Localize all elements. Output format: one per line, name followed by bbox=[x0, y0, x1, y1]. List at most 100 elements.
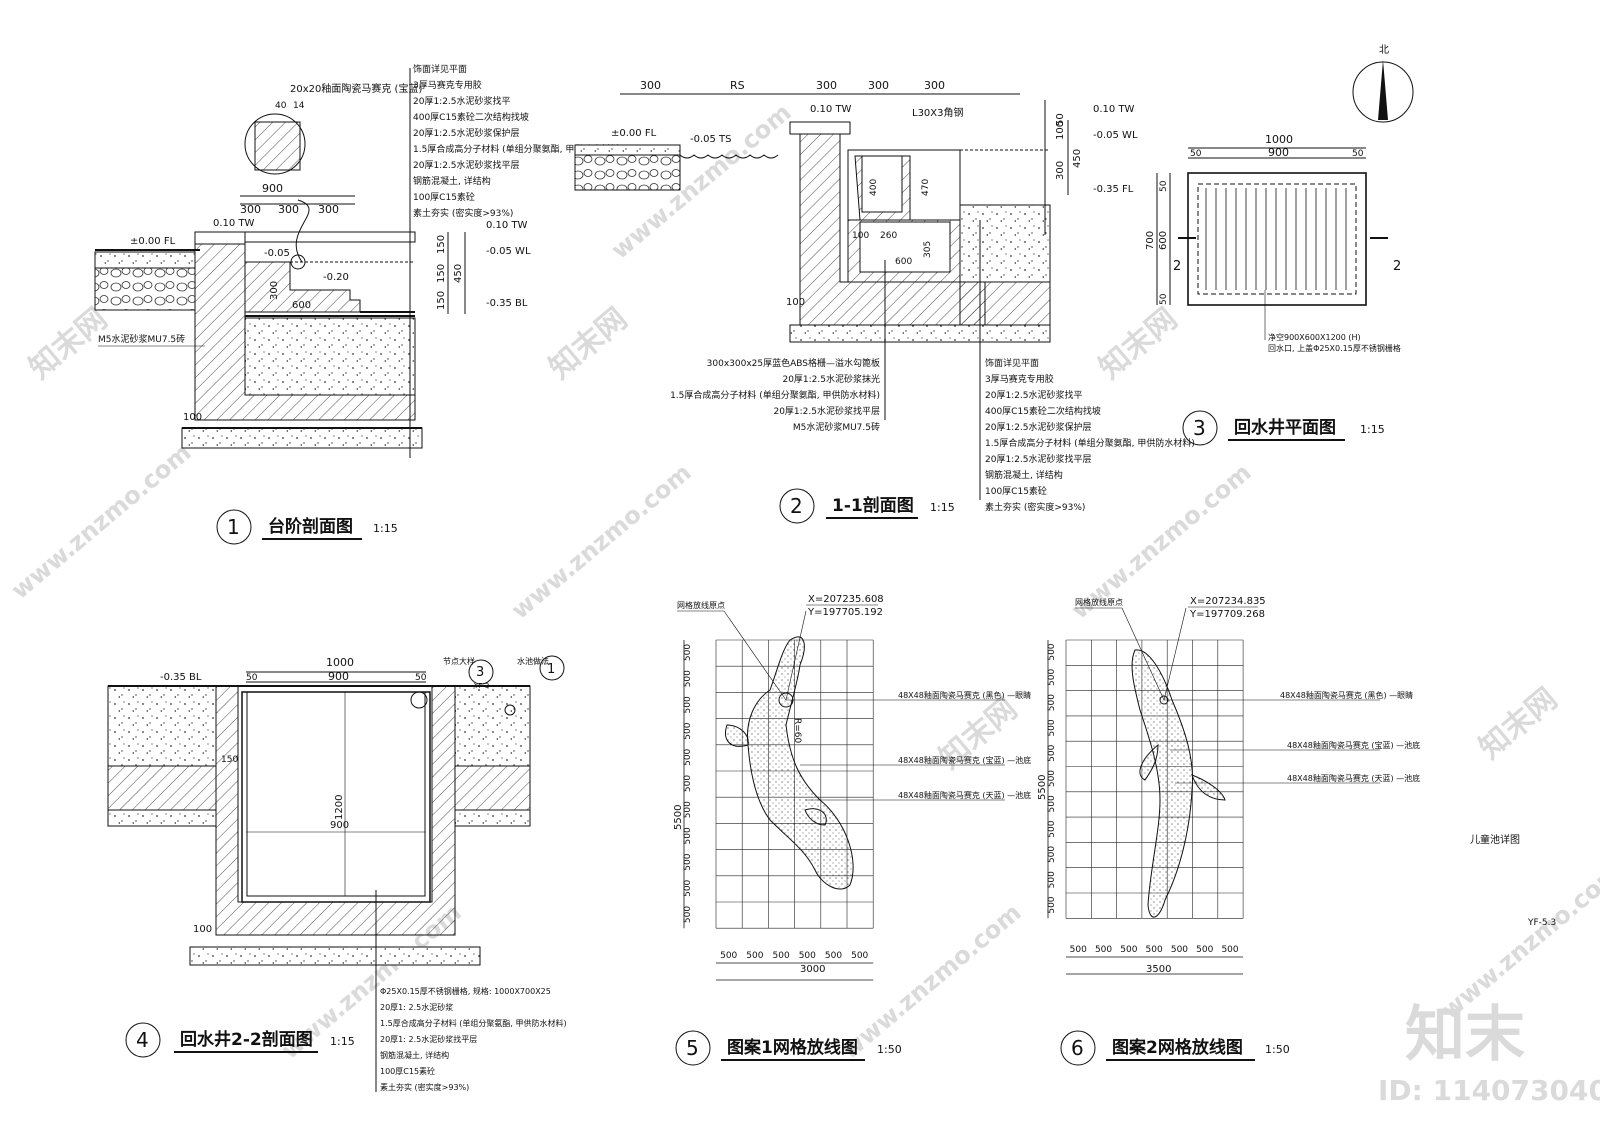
detail-6-number: 6 bbox=[1071, 1036, 1084, 1060]
d2-inner: 260 bbox=[880, 231, 897, 241]
d6-callout: 48X48釉面陶瓷马赛克 (宝蓝) —池底 bbox=[1287, 740, 1420, 750]
d2-level: -0.05 TS bbox=[690, 134, 732, 145]
svg-text:3厚马赛克专用胶: 3厚马赛克专用胶 bbox=[985, 373, 1054, 385]
detail-4-number-circle bbox=[125, 1022, 161, 1058]
svg-text:400厚C15素砼二次结构找坡: 400厚C15素砼二次结构找坡 bbox=[985, 405, 1101, 417]
d2-angle-label: L30X3角钢 bbox=[912, 106, 964, 119]
d1-dim-small: 40 bbox=[275, 101, 287, 111]
d5-callout: 48X48釉面陶瓷马赛克 (天蓝) —池底 bbox=[898, 790, 1031, 800]
d2-inner: 305 bbox=[923, 241, 933, 258]
watermark-url: www.znzmo.com bbox=[6, 438, 197, 604]
detail-6-number-circle bbox=[1060, 1030, 1096, 1066]
d4-inner: 900 bbox=[330, 820, 349, 831]
d3-dim: 1000 bbox=[1265, 133, 1293, 146]
d4-dim: 1000 bbox=[326, 656, 354, 669]
grid-dim-label: 500 bbox=[1047, 643, 1057, 660]
svg-text:1.5厚合成高分子材料 (单组分聚氨酯, 甲供防水材料): 1.5厚合成高分子材料 (单组分聚氨酯, 甲供防水材料) bbox=[413, 143, 623, 155]
svg-text:20厚1:2.5水泥砂浆保护层: 20厚1:2.5水泥砂浆保护层 bbox=[413, 127, 520, 139]
watermark-text: 知末网 bbox=[1473, 681, 1564, 766]
d1-paving bbox=[94, 251, 196, 269]
d6-total-height: 5500 bbox=[1037, 775, 1048, 800]
grid-dim-label: 500 bbox=[1047, 896, 1057, 913]
svg-text:素土夯实 (密实度>93%): 素土夯实 (密实度>93%) bbox=[380, 1082, 469, 1092]
d1-level: -0.35 BL bbox=[486, 298, 528, 309]
detail-4-title: 回水井2-2剖面图 bbox=[180, 1029, 313, 1050]
grid-dim-label: 500 bbox=[1146, 945, 1163, 955]
d3-dim: 50 bbox=[1352, 149, 1364, 159]
d1-dim: 300 bbox=[318, 203, 339, 216]
grid-dim-label: 500 bbox=[1047, 871, 1057, 888]
d2-dim: 300 bbox=[640, 79, 661, 92]
svg-text:钢筋混凝土, 详结构: 钢筋混凝土, 详结构 bbox=[985, 469, 1063, 481]
svg-text:M5水泥砂浆MU7.5砖: M5水泥砂浆MU7.5砖 bbox=[793, 421, 880, 433]
drawing-title: 儿童池详图 bbox=[1470, 833, 1520, 846]
grid-dim-label: 500 bbox=[683, 827, 693, 844]
svg-text:20厚1:2.5水泥砂浆找平: 20厚1:2.5水泥砂浆找平 bbox=[985, 389, 1083, 401]
svg-text:20厚1: 2.5水泥砂浆找平层: 20厚1: 2.5水泥砂浆找平层 bbox=[380, 1034, 477, 1044]
svg-text:1.5厚合成高分子材料 (单组分聚氨酯, 甲供防水材料): 1.5厚合成高分子材料 (单组分聚氨酯, 甲供防水材料) bbox=[380, 1018, 567, 1028]
svg-text:素土夯实 (密实度>93%): 素土夯实 (密实度>93%) bbox=[413, 207, 513, 219]
d1-rdim: 150 bbox=[436, 264, 447, 283]
detail-1-scale: 1:15 bbox=[373, 522, 398, 535]
d1-dim-small: 14 bbox=[293, 101, 305, 111]
d2-level: 0.10 TW bbox=[810, 104, 852, 115]
svg-text:300x300x25厚蓝色ABS格栅—溢水勾篦板: 300x300x25厚蓝色ABS格栅—溢水勾篦板 bbox=[707, 357, 880, 369]
d5-total-height: 5500 bbox=[673, 805, 684, 830]
d2-dim: 300 bbox=[816, 79, 837, 92]
d3-dim: 50 bbox=[1159, 180, 1169, 192]
svg-text:20厚1:2.5水泥砂浆保护层: 20厚1:2.5水泥砂浆保护层 bbox=[985, 421, 1092, 433]
d6-callout: 48X48釉面陶瓷马赛克 (天蓝) —池底 bbox=[1287, 773, 1420, 783]
d2-dim: 300 bbox=[924, 79, 945, 92]
grid-dim-label: 500 bbox=[683, 748, 693, 765]
d2-dim: RS bbox=[730, 79, 745, 92]
d2-dim: 300 bbox=[868, 79, 889, 92]
d1-inner: 600 bbox=[292, 300, 311, 311]
svg-text:20厚1:2.5水泥砂浆找平层: 20厚1:2.5水泥砂浆找平层 bbox=[413, 159, 520, 171]
detail-3-number: 3 bbox=[1193, 416, 1206, 440]
detail-2-number-circle bbox=[779, 488, 815, 524]
d2-level: 0.10 TW bbox=[1093, 104, 1135, 115]
d1-level: -0.05 bbox=[264, 248, 290, 259]
watermark-brand: 知末 bbox=[1405, 1000, 1525, 1070]
d2-inner: 600 bbox=[895, 257, 912, 267]
detail-3-scale: 1:15 bbox=[1360, 423, 1385, 436]
d1-top-label: 20x20釉面陶瓷马赛克 (宝蓝) bbox=[290, 82, 422, 95]
d1-notes: 饰面详见平面 3厚马赛克专用胶 20厚1:2.5水泥砂浆找平 400厚C15素砼… bbox=[413, 63, 623, 219]
grid-dim-label: 500 bbox=[1196, 945, 1213, 955]
grid-dim-label: 500 bbox=[1120, 945, 1137, 955]
grid-dim-label: 500 bbox=[1047, 795, 1057, 812]
d4-ref-sub: YF-3 bbox=[473, 682, 489, 690]
d4-ref-label: 水池做法 bbox=[517, 656, 549, 666]
watermark-url: www.znzmo.com bbox=[836, 898, 1027, 1064]
d1-level: -0.05 WL bbox=[486, 246, 531, 257]
d2-left-notes: 300x300x25厚蓝色ABS格栅—溢水勾篦板 20厚1:2.5水泥砂浆抹光 … bbox=[670, 357, 880, 433]
detail-3-title: 回水井平面图 bbox=[1234, 417, 1336, 438]
grid-dim-label: 500 bbox=[1047, 820, 1057, 837]
north-label: 北 bbox=[1379, 44, 1389, 56]
svg-text:20厚1:2.5水泥砂浆找平层: 20厚1:2.5水泥砂浆找平层 bbox=[773, 405, 880, 417]
d4-ref-num: 1 bbox=[547, 662, 555, 677]
grid-dim-label: 500 bbox=[773, 951, 790, 961]
d1-dim-900: 900 bbox=[262, 182, 283, 195]
d5-origin-label: 网格放线原点 bbox=[677, 600, 725, 610]
detail-2-title: 1-1剖面图 bbox=[832, 495, 914, 516]
d2-level: -0.05 WL bbox=[1093, 130, 1138, 141]
detail-5-number-circle bbox=[675, 1030, 711, 1066]
detail-4-section-2-2: -0.35 BL 1000 50 900 50 节点大样 3 YF-3 水池做法… bbox=[107, 655, 567, 1092]
d1-base-dim: 100 bbox=[183, 412, 202, 423]
d2-inner: 100 bbox=[852, 231, 869, 241]
d5-eye-label: R=60 bbox=[792, 718, 802, 744]
grid-dim-label: 500 bbox=[1047, 846, 1057, 863]
dolphin-2-shape bbox=[1131, 649, 1194, 918]
svg-text:20厚1: 2.5水泥砂浆: 20厚1: 2.5水泥砂浆 bbox=[380, 1002, 453, 1012]
d2-concrete bbox=[959, 204, 1051, 283]
detail-2-section-1-1: 300 RS 300 300 300 ±0.00 FL -0.05 TS 0.1… bbox=[574, 79, 1195, 524]
grid-dim-label: 500 bbox=[1221, 945, 1238, 955]
grid-dim-label: 500 bbox=[683, 879, 693, 896]
d2-rdim: 450 bbox=[1072, 149, 1083, 168]
dolphin-1-shape bbox=[746, 636, 854, 890]
svg-text:钢筋混凝土, 详结构: 钢筋混凝土, 详结构 bbox=[380, 1050, 449, 1060]
d1-concrete bbox=[244, 317, 416, 396]
